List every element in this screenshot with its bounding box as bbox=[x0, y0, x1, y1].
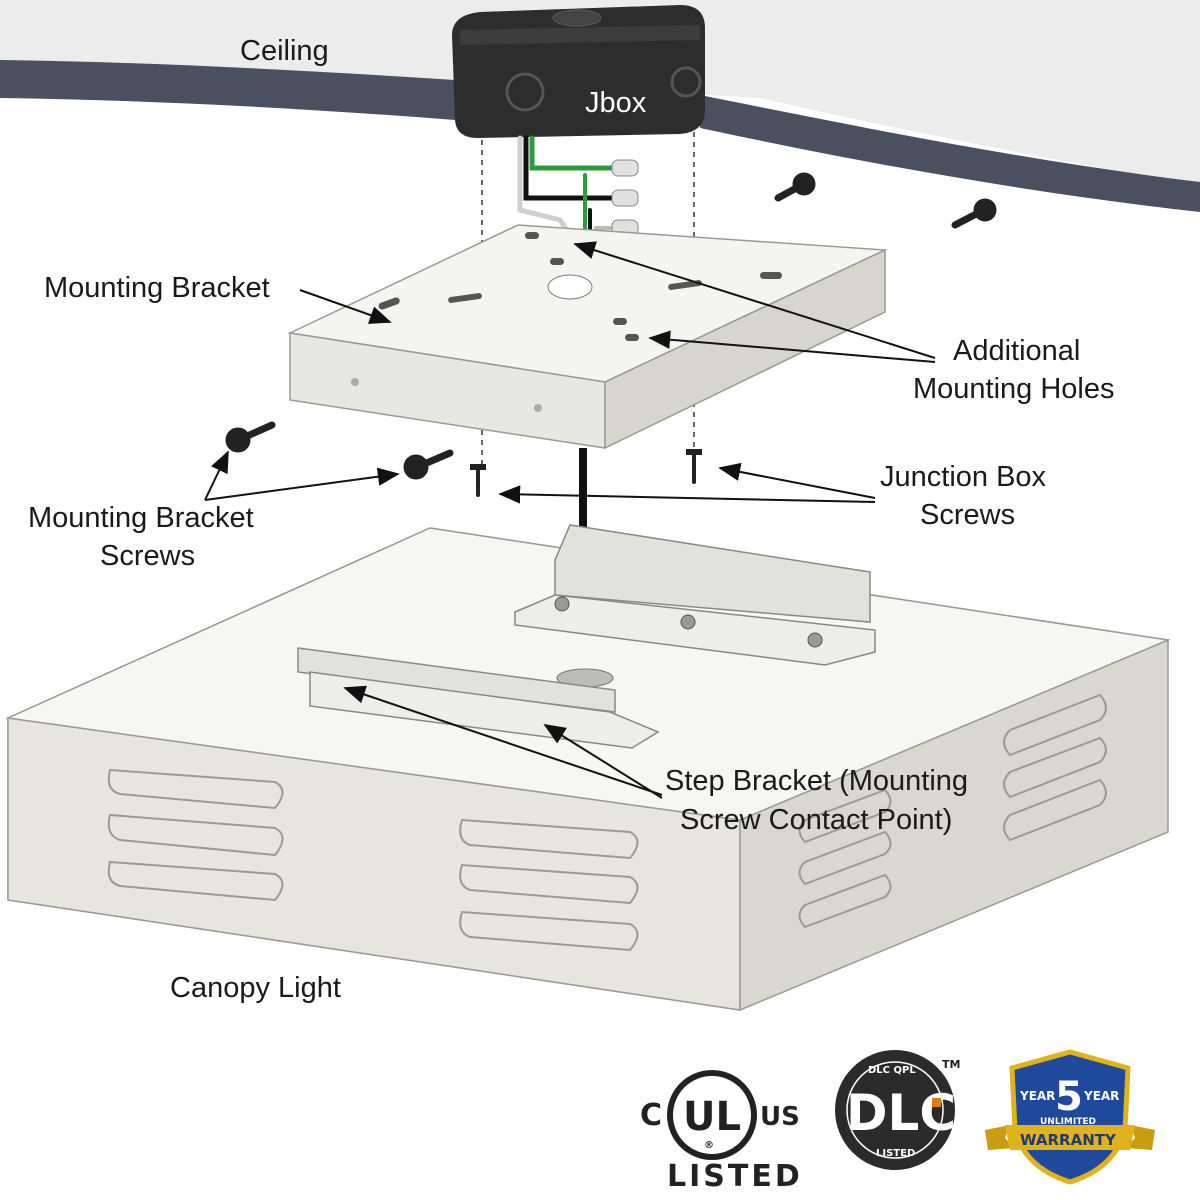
dlc-qpl-badge: DLC QPL DLC LISTED TM bbox=[835, 1050, 960, 1170]
callout-arrows bbox=[204, 241, 936, 799]
screw-icon bbox=[225, 421, 276, 453]
ul-listed-badge: C UL ® US LISTED bbox=[640, 1070, 803, 1194]
jbox-label: Jbox bbox=[585, 87, 647, 119]
warranty-year-left: YEAR bbox=[1019, 1089, 1055, 1103]
canopy-light: Canopy Light bbox=[5, 524, 1171, 1012]
warranty-ribbon-text: WARRANTY bbox=[1020, 1131, 1117, 1149]
step-bracket-label-line1: Step Bracket (Mounting bbox=[665, 765, 968, 797]
warranty-number: 5 bbox=[1055, 1074, 1083, 1120]
bracket-screws-label-line2: Screws bbox=[100, 540, 195, 572]
warranty-unlimited: UNLIMITED bbox=[1040, 1117, 1096, 1127]
screws bbox=[225, 172, 997, 497]
additional-holes-label-line1: Additional bbox=[953, 335, 1080, 367]
screw-icon bbox=[686, 449, 702, 484]
additional-holes-label-line2: Mounting Holes bbox=[913, 373, 1115, 405]
ul-us-text: US bbox=[760, 1102, 800, 1132]
ul-text: UL bbox=[683, 1094, 741, 1140]
callouts: Mounting Bracket Additional Mounting Hol… bbox=[28, 272, 1115, 836]
canopy-light-label: Canopy Light bbox=[170, 972, 341, 1004]
screw-icon bbox=[470, 464, 486, 497]
step-bracket-rear bbox=[514, 524, 876, 666]
ceiling-label: Ceiling bbox=[240, 35, 329, 67]
ul-registered-mark: ® bbox=[704, 1140, 714, 1151]
step-bracket-label-line2: Screw Contact Point) bbox=[680, 804, 952, 836]
screw-icon bbox=[403, 449, 454, 480]
bracket-screws-label-line1: Mounting Bracket bbox=[28, 502, 254, 534]
dlc-accent bbox=[932, 1098, 941, 1107]
dlc-text: DLC bbox=[846, 1084, 956, 1142]
ul-c-text: C bbox=[640, 1098, 662, 1133]
warranty-year-right: YEAR bbox=[1083, 1089, 1119, 1103]
dlc-qpl-text: DLC QPL bbox=[868, 1065, 916, 1076]
junction-box: Jbox bbox=[452, 5, 705, 138]
ceiling: Ceiling bbox=[0, 0, 1200, 212]
step-bracket-front bbox=[297, 647, 660, 749]
warranty-badge: YEAR 5 YEAR UNLIMITED WARRANTY bbox=[985, 1049, 1155, 1185]
dlc-listed-text: LISTED bbox=[876, 1148, 915, 1159]
junction-screws-label-line1: Junction Box bbox=[880, 461, 1047, 493]
screw-icon bbox=[951, 198, 997, 229]
bracket-slots bbox=[378, 232, 782, 341]
junction-screws-label-line2: Screws bbox=[920, 499, 1015, 531]
ul-listed-text: LISTED bbox=[667, 1159, 803, 1194]
wire-nuts bbox=[611, 159, 639, 237]
dlc-tm-text: TM bbox=[942, 1058, 960, 1071]
mounting-bracket-label: Mounting Bracket bbox=[44, 272, 270, 304]
mounting-bracket bbox=[287, 224, 888, 450]
screw-icon bbox=[774, 172, 816, 202]
vent-slots bbox=[107, 693, 1107, 952]
